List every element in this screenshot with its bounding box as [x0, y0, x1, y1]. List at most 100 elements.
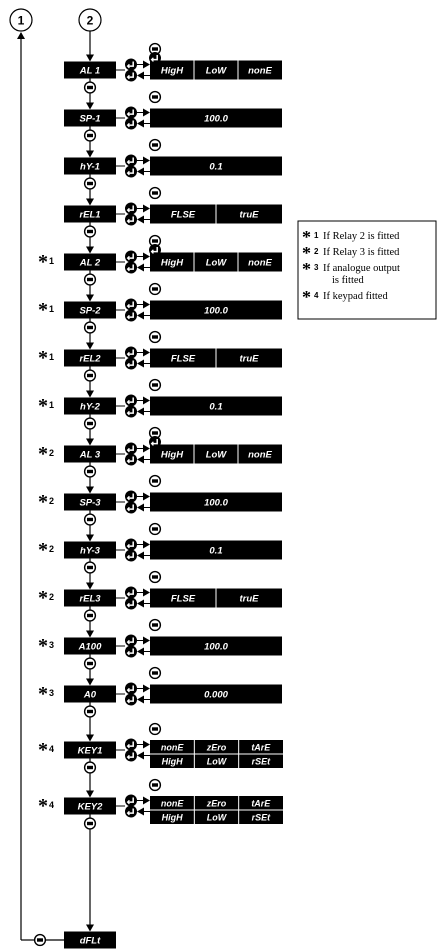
option-label: truE [240, 354, 260, 365]
star-icon: * [38, 251, 48, 273]
scroll-icon [148, 282, 162, 296]
enter-icon [125, 538, 138, 551]
connector-2-label: 2 [87, 14, 94, 28]
enter-icon [125, 586, 138, 599]
value-box [150, 636, 282, 656]
star-icon: * [38, 347, 48, 369]
scroll-icon [148, 186, 162, 200]
option-cell: LoW [207, 757, 228, 767]
enter-icon [125, 501, 138, 514]
parameter-box [64, 445, 116, 463]
star-number: 3 [49, 640, 54, 650]
option-label: HigH [161, 450, 184, 461]
option-label: nonE [248, 258, 272, 269]
parameter-box [64, 637, 116, 655]
legend-star-icon: * [302, 259, 311, 279]
option-label: FLSE [171, 594, 196, 605]
option-cell: rSEt [252, 757, 272, 767]
value-text: 100.0 [204, 114, 228, 125]
scroll-icon [148, 618, 162, 632]
enter-icon [125, 645, 138, 658]
option-label: truE [240, 594, 260, 605]
value-box [150, 540, 282, 560]
star-icon: * [38, 587, 48, 609]
enter-icon [125, 442, 138, 455]
option-label: nonE [248, 66, 272, 77]
enter-icon [125, 490, 138, 503]
enter-icon [148, 52, 161, 65]
option-label: FLSE [171, 354, 196, 365]
parameter-box [64, 253, 116, 271]
legend-text: If Relay 2 is fitted [323, 231, 400, 242]
parameter-box [64, 741, 116, 759]
scroll-icon [148, 90, 162, 104]
enter-icon [125, 309, 138, 322]
scroll-icon [148, 722, 162, 736]
enter-icon [125, 794, 138, 807]
scroll-icon [83, 705, 97, 718]
parameter-label: hY-2 [80, 402, 101, 413]
value-box [150, 300, 282, 320]
scroll-icon [83, 369, 97, 382]
scroll-icon [83, 321, 97, 334]
legend-number: 3 [314, 263, 319, 272]
parameter-box [64, 589, 116, 607]
default-label: dFLt [80, 936, 101, 947]
value-text: 0.1 [209, 402, 222, 413]
parameter-label: rEL1 [79, 210, 100, 221]
parameter-box [64, 61, 116, 79]
value-box [150, 108, 282, 128]
enter-icon [125, 394, 138, 407]
value-text: 100.0 [204, 642, 228, 653]
scroll-icon [83, 465, 97, 478]
value-box [150, 252, 282, 272]
enter-icon [125, 58, 138, 71]
parameter-label: SP-3 [79, 498, 101, 509]
enter-icon [125, 346, 138, 359]
parameter-label: A0 [83, 690, 97, 701]
connector-2-circle: 2 [78, 8, 102, 32]
star-icon: * [38, 683, 48, 705]
scroll-icon [148, 778, 162, 792]
star-number: 1 [49, 256, 54, 266]
legend-text: If analogue output [323, 263, 400, 274]
option-cell: tArE [251, 799, 271, 809]
option-cell: zEro [206, 743, 227, 753]
option-cell: LoW [207, 813, 228, 823]
option-label: truE [240, 210, 260, 221]
option-label: nonE [248, 450, 272, 461]
parameter-box [64, 797, 116, 815]
star-number: 1 [49, 400, 54, 410]
star-number: 4 [49, 744, 54, 754]
enter-icon [125, 213, 138, 226]
option-cell: nonE [161, 799, 184, 809]
scroll-icon [33, 933, 47, 947]
value-box [150, 684, 282, 704]
star-number: 1 [49, 304, 54, 314]
star-icon: * [38, 491, 48, 513]
enter-icon [125, 261, 138, 274]
enter-icon [125, 106, 138, 119]
option-cell: nonE [161, 743, 184, 753]
scroll-icon [148, 234, 162, 248]
enter-icon [125, 693, 138, 706]
parameter-box [64, 397, 116, 415]
star-icon: * [38, 443, 48, 465]
option-label: HigH [161, 258, 184, 269]
enter-icon [125, 357, 138, 370]
enter-icon [125, 597, 138, 610]
enter-icon [125, 453, 138, 466]
scroll-icon [83, 273, 97, 286]
scroll-icon [83, 177, 97, 190]
star-icon: * [38, 539, 48, 561]
